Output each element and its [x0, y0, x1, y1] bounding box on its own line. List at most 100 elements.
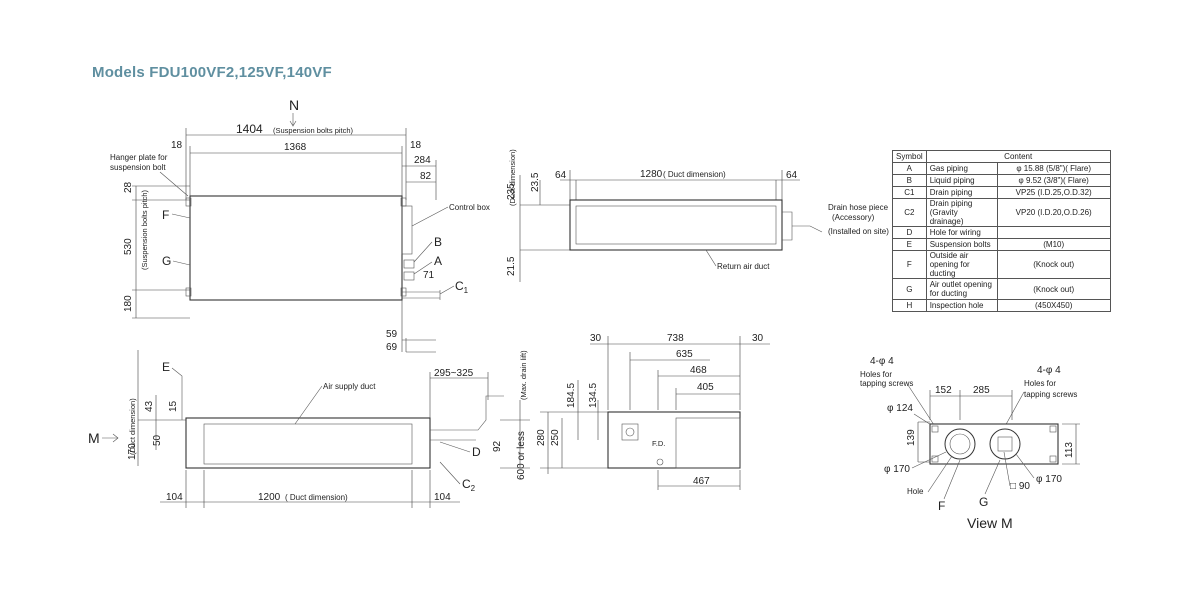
end-dim-184-5: 184.5	[566, 383, 577, 408]
end-dim-635: 635	[676, 349, 693, 360]
top-leader-b	[413, 241, 433, 263]
table-cell-content: (M10)	[996, 238, 1111, 251]
table-cell-content: (450X450)	[996, 299, 1111, 312]
view-m-4phi4-right: 4-φ 4	[1037, 365, 1061, 376]
top-leader-g	[172, 260, 191, 266]
dim-1368: 1368	[284, 142, 307, 153]
front-label-c2-sub: 2	[471, 484, 476, 493]
pipe-b	[403, 259, 415, 269]
dim-82: 82	[420, 171, 432, 182]
installed-label: (Installed on site)	[828, 227, 889, 236]
top-leader-f	[171, 213, 191, 219]
view-m-4phi4-left: 4-φ 4	[870, 356, 894, 367]
end-small-circle	[656, 458, 664, 466]
end-dim-467-line	[657, 470, 741, 490]
control-box-leader	[411, 206, 449, 227]
hanger-plate-label-2: suspension bolt	[110, 163, 166, 172]
table-cell-item: Air outlet opening for ducting	[925, 278, 998, 300]
view-m-hole-label: Hole	[907, 487, 924, 496]
phi170-leader-right	[1015, 453, 1035, 479]
dim-139-line	[917, 421, 930, 463]
dim-18-right: 18	[410, 140, 422, 151]
suspension-bolt	[171, 367, 183, 420]
end-dim-738: 738	[667, 333, 684, 344]
front-label-m: M	[88, 430, 100, 446]
screw-hole-tr	[1049, 425, 1057, 433]
drain-hose-label: Drain hose piece	[828, 203, 889, 212]
screw-hole-tl	[931, 425, 939, 433]
end-dim-280: 280	[536, 429, 547, 446]
hanger-plate-bl	[185, 287, 192, 297]
table-cell-item: Suspension bolts	[925, 238, 998, 251]
side-view: (Duct dimension) 235 23.5 21.5 64 1280 (…	[506, 149, 889, 282]
side-dim-64-left: 64	[555, 170, 567, 181]
holes-tapping-right-2: tapping screws	[1024, 390, 1077, 399]
dim-113-line	[1062, 423, 1080, 465]
table-header-symbol: Symbol	[892, 150, 927, 163]
dim-line-1368	[189, 146, 403, 200]
accessory-label: (Accessory)	[832, 213, 875, 222]
dim-line-284	[402, 160, 437, 200]
dim-69: 69	[386, 342, 398, 353]
holes-leader-right	[1003, 391, 1025, 429]
holes-tapping-left-2: tapping screws	[860, 379, 913, 388]
top-label-b: B	[434, 235, 442, 249]
return-air-duct	[575, 205, 777, 245]
unit-body-top	[189, 195, 403, 301]
table-cell-item: Inspection hole	[925, 299, 998, 312]
front-duct-dim-v: (Duct dimension)	[128, 398, 137, 455]
front-dim-15: 15	[168, 400, 179, 412]
front-dim-bottom-lines	[160, 470, 460, 508]
table-header-row: Symbol Content	[892, 150, 1111, 163]
end-dim-468: 468	[690, 365, 707, 376]
end-dim-467: 467	[693, 476, 710, 487]
view-m-sq90: □ 90	[1010, 481, 1030, 492]
view-m-arrow-icon	[102, 433, 119, 443]
end-view: 30 738 30 635 468 405 184.5 134.5 280 25…	[536, 333, 770, 490]
front-label-d: D	[472, 445, 481, 459]
top-leader-a	[413, 261, 433, 275]
top-label-f: F	[162, 208, 169, 222]
dim-180: 180	[123, 295, 134, 312]
front-dim-104-right: 104	[434, 492, 451, 503]
view-m-leader-g	[984, 459, 1001, 495]
drawing-title: Models FDU100VF2,125VF,140VF	[92, 64, 332, 81]
sq90-leader	[1003, 451, 1011, 487]
front-label-c2-main: C	[462, 477, 471, 491]
dim-line-59-69	[401, 300, 436, 353]
holes-tapping-right: Holes for	[1024, 379, 1056, 388]
front-dim-50: 50	[152, 434, 163, 446]
view-m-phi124: φ 124	[887, 403, 913, 414]
front-dim-92: 92	[492, 440, 503, 452]
pipe-a	[403, 271, 415, 281]
air-supply-leader	[294, 385, 323, 425]
table-row: C2 Drain piping (Gravity drainage) VP20 …	[892, 198, 1111, 227]
front-dim-lines	[137, 350, 186, 466]
dim-71: 71	[423, 270, 435, 281]
unit-body-front	[185, 417, 431, 469]
front-dim-1200: 1200	[258, 492, 281, 503]
front-leader-d	[439, 441, 471, 453]
table-cell-content	[996, 226, 1111, 239]
top-label-c-sub: 1	[464, 286, 469, 295]
unit-body-side	[569, 199, 783, 251]
table-cell-symbol: C2	[892, 198, 927, 227]
side-dim-64-right: 64	[786, 170, 798, 181]
hanger-plate-label: Hanger plate for	[110, 153, 168, 162]
table-row: B Liquid piping φ 9.52 (3/8")( Flare)	[892, 174, 1111, 187]
suspension-pitch-vertical: (Suspension bolts pitch)	[140, 189, 149, 270]
dim-59: 59	[386, 329, 398, 340]
table-cell-symbol: D	[892, 226, 927, 239]
table-cell-item: Gas piping	[925, 162, 998, 175]
table-cell-symbol: G	[892, 278, 927, 300]
side-duct-dim: ( Duct dimension)	[663, 170, 726, 179]
end-dim-134-5: 134.5	[588, 383, 599, 408]
front-duct-dim: ( Duct dimension)	[285, 493, 348, 502]
table-row: D Hole for wiring	[892, 226, 1111, 239]
max-drain-lift-label: (Max. drain lift)	[519, 350, 528, 400]
hole-leader	[927, 455, 953, 493]
end-drain-pan	[675, 417, 741, 469]
outside-air-inner	[949, 433, 971, 455]
end-dim-top-lines	[590, 336, 770, 410]
north-arrow-icon	[289, 113, 297, 127]
